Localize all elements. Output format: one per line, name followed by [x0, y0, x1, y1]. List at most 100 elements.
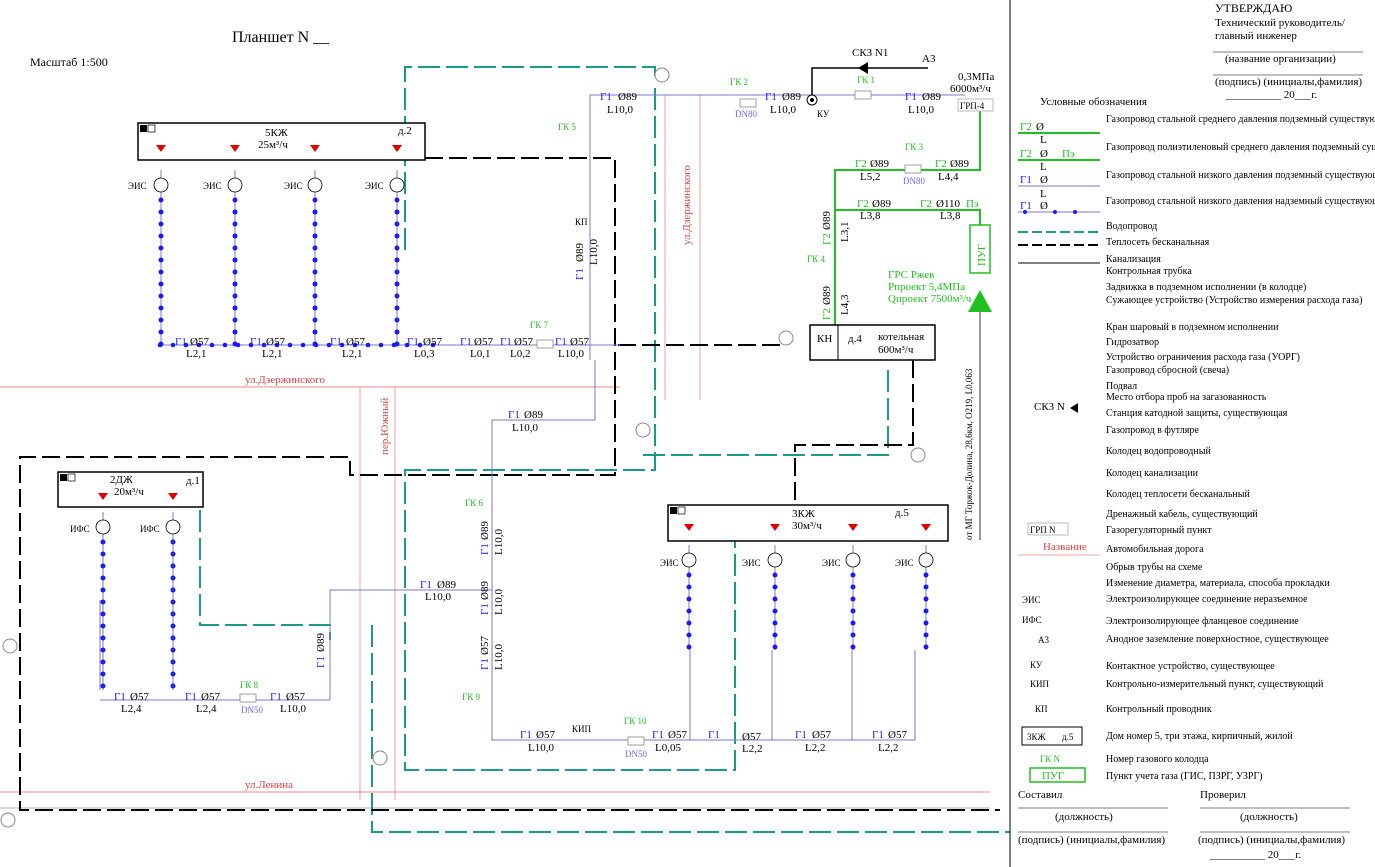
d89-label: Ø89	[574, 243, 586, 262]
d57-label: Ø57	[812, 729, 831, 741]
collector-dot	[196, 342, 202, 348]
building-5kzh-flow: 25м³/ч	[258, 139, 288, 151]
riser-dot	[686, 572, 692, 578]
g1-label: Г1	[185, 691, 197, 703]
legend-title: Условные обозначения	[1040, 96, 1147, 108]
len-label: L2,1	[262, 348, 282, 360]
collector-dot	[391, 342, 397, 348]
grp-flow: 6000м³/ч	[950, 83, 991, 95]
stamp-date: __________ 20___г.	[1225, 89, 1318, 101]
legend: Газопровод стальной среднего давления по…	[1106, 114, 1375, 782]
street-dzerzhinskogo-h: ул.Дзержинского	[245, 374, 326, 386]
stamp-sign: (подпись) (инициалы,фамилия)	[1215, 76, 1362, 88]
sym-kip: КИП	[1030, 679, 1050, 689]
gk-label: ГК 4	[807, 254, 825, 264]
collector-dot	[170, 342, 176, 348]
g1-label: Г1	[479, 658, 491, 670]
gk-label: ГК 8	[240, 680, 258, 690]
riser-dot	[170, 587, 176, 593]
collector-dot	[352, 342, 358, 348]
riser-dot	[100, 611, 106, 617]
riser-dot	[850, 620, 856, 626]
eis-labels: ЭИС ЭИС ЭИС ЭИС ИФС ИФС ЭИС ЭИС ЭИС ЭИС	[70, 181, 913, 568]
compiled-sign: (подпись) (инициалы,фамилия)	[1018, 834, 1165, 846]
vertical-note: от МГ Торжок-Долина, 28,6км, О219, L0,06…	[964, 368, 974, 540]
riser-dot	[394, 281, 400, 287]
len-label: L0,2	[510, 348, 530, 360]
sym-g1: Г1	[1020, 174, 1032, 186]
riser-dot	[232, 305, 238, 311]
legend-entry: Колодец канализации	[1106, 468, 1199, 479]
riser-dot	[312, 329, 318, 335]
d89-label: Ø89	[479, 581, 491, 600]
d57-label: Ø57	[570, 336, 589, 348]
gk-label: ГК 1	[857, 75, 875, 85]
riser-dot	[158, 209, 164, 215]
riser-dot	[394, 305, 400, 311]
riser-dot	[772, 644, 778, 650]
riser-dot	[158, 329, 164, 335]
eis-icon	[767, 552, 783, 568]
g1-label: Г1	[330, 336, 342, 348]
collector-dot	[339, 342, 345, 348]
anode-label: А3	[922, 53, 936, 65]
len-label: L2,1	[186, 348, 206, 360]
sym-d: Ø	[1040, 148, 1048, 160]
ifs-label: ИФС	[140, 524, 160, 534]
plan-scale: Масштаб 1:500	[30, 55, 108, 69]
g1-label: Г1	[652, 729, 664, 741]
checked-sign: (подпись) (инициалы,фамилия)	[1198, 834, 1345, 846]
riser-dot	[394, 317, 400, 323]
len-label: L2,1	[342, 348, 362, 360]
plan-title: Планшет N __	[232, 29, 330, 46]
riser-dot	[850, 572, 856, 578]
street-yuzhny: пер.Южный	[379, 398, 391, 455]
dn-label: DN80	[903, 176, 925, 186]
len-label: L10,0	[770, 104, 796, 116]
valve-wells: ГК 1 ГК 2 DN80 ГК 3 DN80 ГК 4 ГК 5 ГК 6 …	[239, 75, 925, 759]
dn-label: DN50	[625, 749, 647, 759]
collector-dot	[326, 342, 332, 348]
riser-dot	[158, 269, 164, 275]
len-label: L5,2	[860, 171, 880, 183]
riser-dot	[686, 644, 692, 650]
g1-label: Г1	[508, 409, 520, 421]
d57-label: Ø57	[668, 729, 687, 741]
riser-dot	[170, 575, 176, 581]
grp-label: ГРП-4	[960, 101, 985, 111]
building-3kzh-label: 3КЖ	[792, 508, 815, 520]
sym-g2: Г2	[1020, 148, 1032, 160]
eis-icon	[227, 177, 243, 193]
g1-label: Г1	[555, 336, 567, 348]
d89-label: Ø89	[782, 91, 801, 103]
boiler-kn: КН	[817, 333, 832, 345]
riser-dot	[232, 257, 238, 263]
d57-label: Ø57	[888, 729, 907, 741]
len-label: L10,0	[512, 422, 538, 434]
riser-dot	[158, 293, 164, 299]
street-lenina: ул.Ленина	[245, 779, 293, 791]
riser-dot	[100, 599, 106, 605]
riser-dot	[158, 305, 164, 311]
len-label: L2,2	[742, 743, 762, 755]
len-label: L10,0	[425, 591, 451, 603]
d57-label: Ø57	[479, 636, 491, 655]
sym-kp: КП	[1035, 704, 1048, 714]
riser-dot	[100, 659, 106, 665]
legend-entry: Обрыв трубы на схеме	[1106, 562, 1203, 573]
riser-dot	[772, 620, 778, 626]
building-3kzh-flow: 30м³/ч	[792, 520, 822, 532]
riser-dot	[394, 209, 400, 215]
riser-dot	[170, 635, 176, 641]
water-wells	[372, 67, 670, 766]
legend-entry: Сужающее устройство (Устройство измерени…	[1106, 295, 1362, 306]
building-2dzh: 2ДЖ 20м³/ч д.1	[57, 471, 204, 508]
riser-dot	[686, 632, 692, 638]
legend-symbols: Г2 Ø L Г2 Ø Пэ L Г1 Ø L Г1 Ø СКЗ N ГРП N…	[1018, 121, 1100, 783]
sym-d: Ø	[1040, 200, 1048, 212]
len-label: L10,0	[280, 703, 306, 715]
g2-label: Г2	[821, 233, 833, 245]
len-label: L10,0	[493, 589, 505, 615]
collector-dot	[287, 342, 293, 348]
stamp-org: (название организации)	[1225, 53, 1336, 65]
